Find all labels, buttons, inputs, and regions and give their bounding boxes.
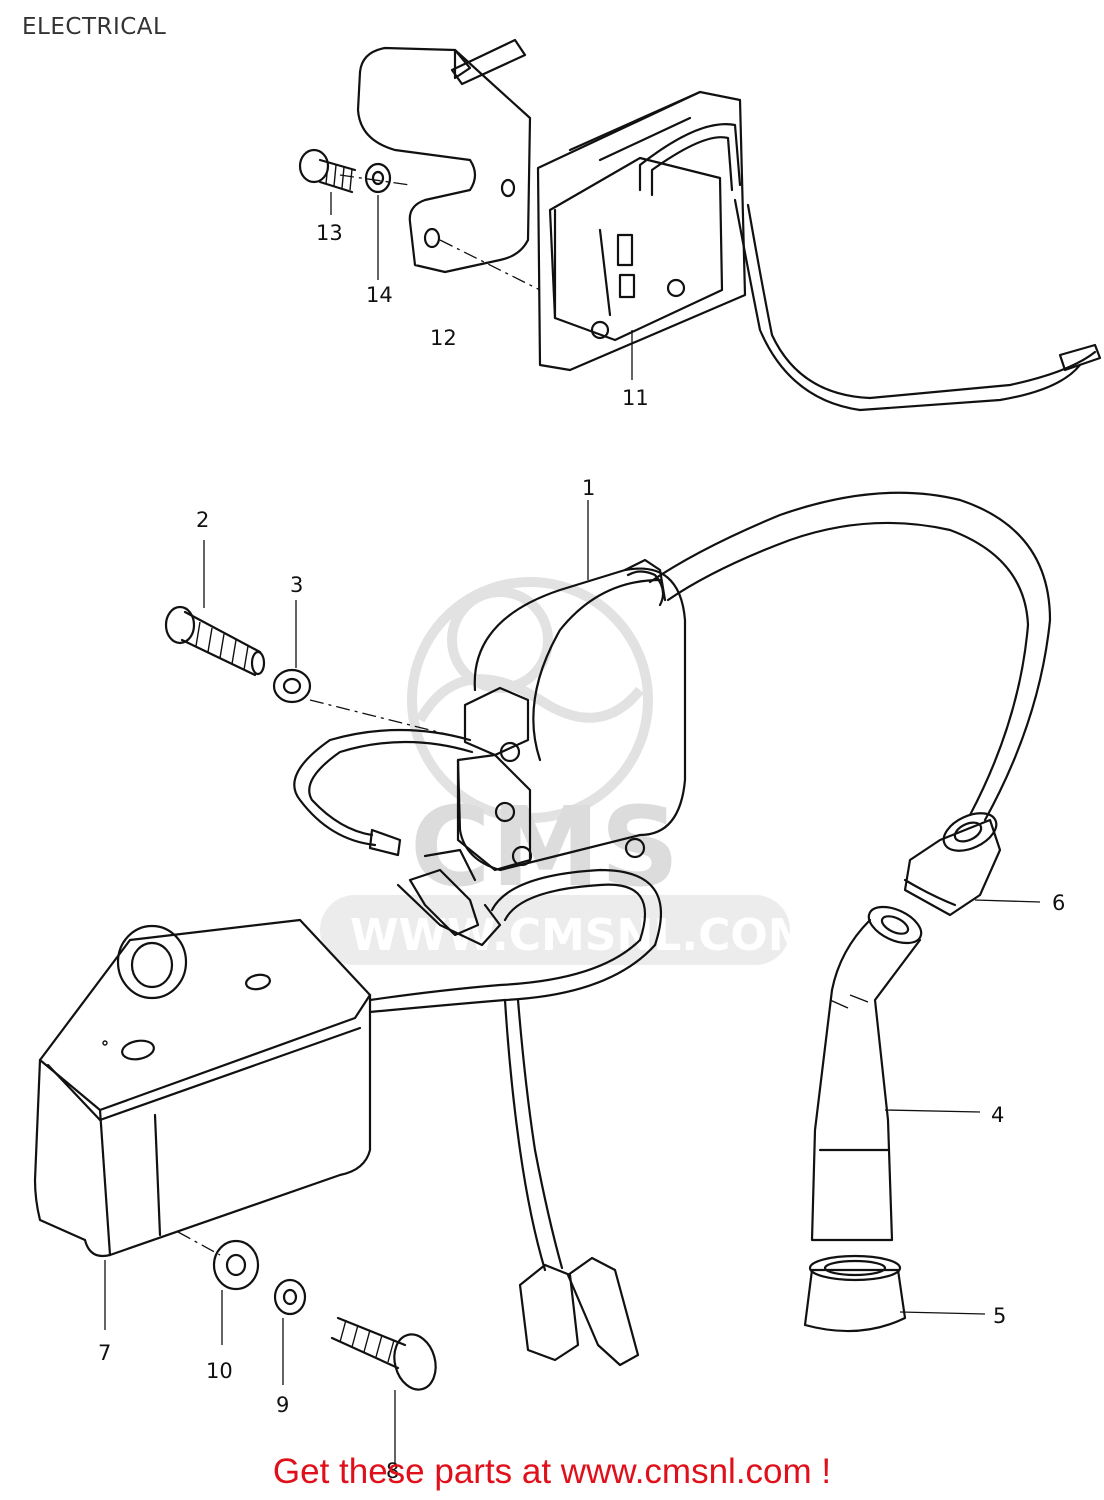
callout-7: 7 [98,1341,111,1365]
callout-2: 2 [196,508,209,532]
watermark-site: WWW.CMSNL.COM [350,910,812,961]
part-13-bolt[interactable] [298,148,357,215]
callout-6: 6 [1052,891,1065,915]
callout-14: 14 [366,283,393,307]
coil-primary-lead [293,699,474,857]
callout-3: 3 [290,573,303,597]
part-12-bracket[interactable] [356,38,541,291]
part-6-seal[interactable] [903,806,1041,917]
part-3-washer[interactable] [272,600,312,704]
callout-5: 5 [993,1304,1006,1328]
callout-12: 12 [430,326,457,350]
callout-13: 13 [316,221,343,245]
part-11-regulator[interactable] [536,90,1102,412]
callout-11: 11 [622,386,649,410]
part-1-ignition-coil[interactable] [456,491,1052,872]
cdi-connectors [396,848,640,1367]
callout-1: 1 [582,476,595,500]
callout-9: 9 [276,1393,289,1417]
callout-4: 4 [991,1103,1004,1127]
part-10-washer[interactable] [177,1231,260,1345]
part-9-washer[interactable] [273,1278,307,1385]
watermark-logo: CMS WWW.CMSNL.COM [320,577,812,965]
callout-10: 10 [206,1359,233,1383]
part-4-plug-cap[interactable] [810,900,981,1242]
part-7-cdi-unit[interactable] [33,868,663,1330]
footer-cta-link[interactable]: Get these parts at www.cmsnl.com ! [272,1452,832,1491]
part-8-bolt[interactable] [330,1316,442,1465]
part-5-rubber-cap[interactable] [803,1254,986,1333]
part-14-washer[interactable] [339,162,411,280]
watermark-brand: CMS [410,783,679,911]
diagram-title: ELECTRICAL [22,14,167,40]
part-2-bolt[interactable] [164,540,266,677]
callout-8: 8 [386,1459,399,1483]
